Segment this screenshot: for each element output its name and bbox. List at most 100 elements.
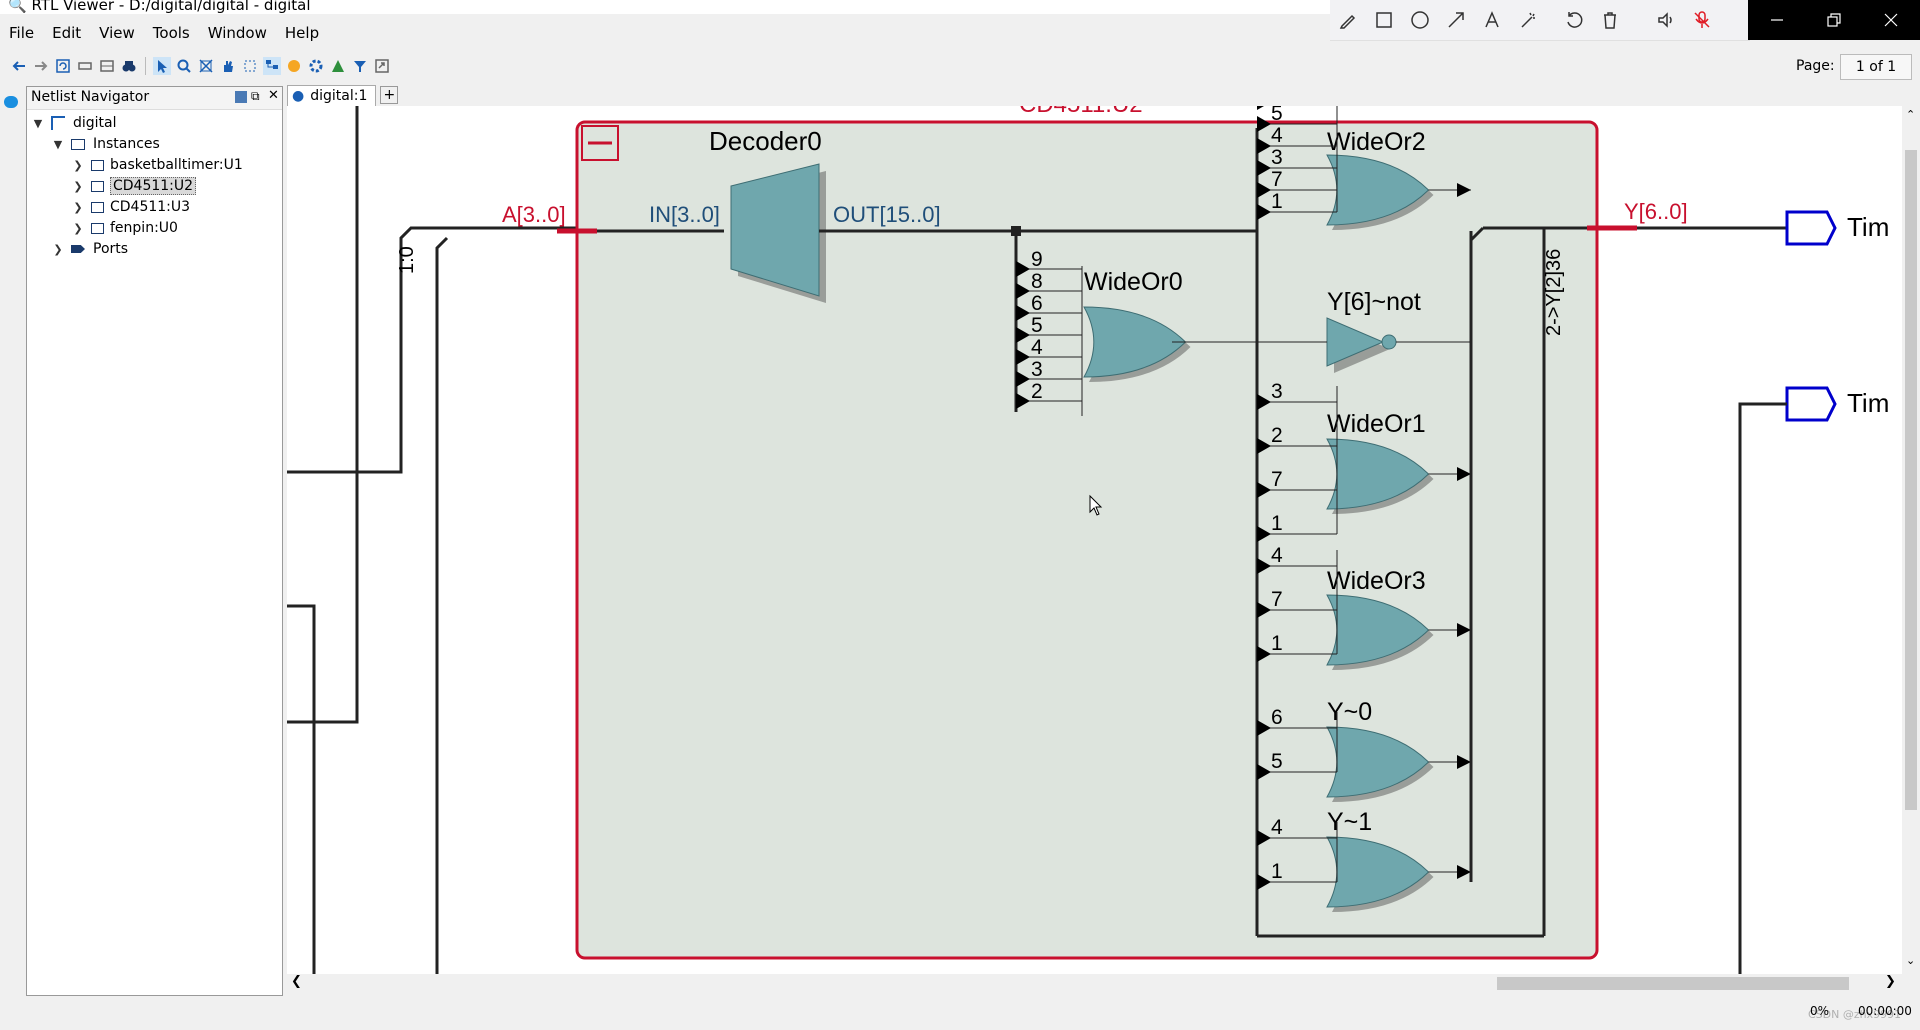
chevron-right-icon[interactable]: ❯	[73, 200, 83, 214]
pin-icon[interactable]	[235, 91, 247, 103]
undo-icon[interactable]	[1556, 2, 1592, 38]
gate-name-label: Y~0	[1327, 698, 1372, 726]
area-select-icon[interactable]	[241, 57, 259, 75]
forward-icon[interactable]	[32, 57, 50, 75]
tree-instance-item[interactable]: ❯ fenpin:U0	[71, 217, 178, 239]
tree-ports[interactable]: ❯ Ports	[51, 238, 128, 260]
window-controls	[1748, 0, 1920, 40]
arrow-icon[interactable]	[1438, 2, 1474, 38]
bus-rip-arrow	[1016, 393, 1030, 409]
chevron-right-icon[interactable]: ❯	[73, 158, 83, 172]
inverter-name-label: Y[6]~not	[1327, 288, 1421, 316]
pencil-icon[interactable]	[1330, 2, 1366, 38]
instance-icon	[91, 201, 104, 213]
chevron-down-icon[interactable]: ▼	[53, 137, 63, 151]
gate-pin-label: 1	[1271, 632, 1283, 655]
menu-file[interactable]: File	[9, 24, 35, 42]
horizontal-scrollbar[interactable]: ❮ ❯	[287, 974, 1902, 992]
menu-tools[interactable]: Tools	[152, 24, 190, 42]
scroll-left-icon[interactable]: ❮	[291, 974, 302, 989]
tab-digital[interactable]: ● digital:1	[287, 84, 377, 106]
status-bar	[0, 1000, 1920, 1030]
tree-instances[interactable]: ▼ Instances	[51, 133, 160, 155]
netlist-navigator: Netlist Navigator ⧉ ✕ ▼ digital ▼ Instan…	[26, 86, 283, 996]
gate-name-label: WideOr0	[1084, 268, 1183, 296]
gate-pin-label: 7	[1271, 468, 1283, 491]
hierarchy-tree-icon	[51, 116, 65, 130]
mic-muted-icon[interactable]	[1684, 2, 1720, 38]
horizontal-scroll-thumb[interactable]	[1497, 977, 1849, 990]
menu-edit[interactable]: Edit	[52, 24, 82, 42]
svg-text:3: 3	[1031, 358, 1043, 381]
output-port-2[interactable]	[1785, 386, 1837, 422]
speaker-icon[interactable]	[1648, 2, 1684, 38]
decoder0-block[interactable]	[730, 163, 820, 297]
instance-icon	[91, 159, 104, 171]
export-icon[interactable]	[373, 57, 391, 75]
text-icon[interactable]	[1474, 2, 1510, 38]
restore-icon[interactable]	[1805, 0, 1862, 40]
bus-junction	[1011, 226, 1021, 236]
bus-rip-arrow	[1016, 261, 1030, 277]
scroll-right-icon[interactable]: ❯	[1885, 974, 1896, 989]
output-port-1[interactable]	[1785, 210, 1837, 246]
bus-rip-arrow	[1257, 526, 1271, 542]
fit-window-icon[interactable]	[197, 57, 215, 75]
schematic-canvas[interactable]: 1:0 CD4511:U2 A[3..0] IN[3..0] Decoder0 …	[287, 106, 1902, 974]
navigator-header: Netlist Navigator ⧉ ✕	[27, 87, 282, 110]
tree-root[interactable]: ▼ digital	[31, 112, 117, 134]
refresh-icon[interactable]	[54, 57, 72, 75]
menu-window[interactable]: Window	[207, 24, 267, 42]
tree-instance-item[interactable]: ❯ CD4511:U3	[71, 196, 190, 218]
tree-instance-item[interactable]: ❯ basketballtimer:U1	[71, 154, 242, 176]
tab-label: digital:1	[310, 87, 368, 104]
decoder-name-label: Decoder0	[709, 126, 822, 156]
vertical-scroll-thumb[interactable]	[1905, 150, 1917, 810]
vertical-scrollbar[interactable]: ⌃ ⌄	[1902, 106, 1920, 974]
filter-icon[interactable]	[351, 57, 369, 75]
watermark: CSDN @zhx9991	[1808, 1008, 1902, 1021]
rectangle-icon[interactable]	[1366, 2, 1402, 38]
external-wires	[287, 106, 577, 974]
gate-pin-label: 1	[1271, 190, 1283, 213]
select-pointer-icon[interactable]	[153, 57, 171, 75]
settings-icon[interactable]	[307, 57, 325, 75]
gate-name-label: Y~1	[1327, 808, 1372, 836]
close-icon[interactable]	[1863, 0, 1920, 40]
add-tab-button[interactable]: +	[380, 86, 399, 104]
gates-layer: WideOr2954371WideOr0WideOr13271WideOr347…	[1016, 106, 1471, 912]
zoom-icon[interactable]	[175, 57, 193, 75]
tree-instance-item-selected[interactable]: ❯ CD4511:U2	[71, 175, 197, 197]
expand-icon[interactable]	[98, 57, 116, 75]
netlist-icon[interactable]	[329, 57, 347, 75]
chevron-right-icon[interactable]: ❯	[73, 221, 83, 235]
binoculars-icon[interactable]	[120, 57, 138, 75]
chevron-right-icon[interactable]: ❯	[73, 179, 83, 193]
page-selector[interactable]: 1 of 1	[1840, 54, 1912, 80]
hand-pan-icon[interactable]	[219, 57, 237, 75]
minimize-icon[interactable]	[1748, 0, 1805, 40]
bus-rip-arrow	[1257, 182, 1271, 198]
scroll-down-icon[interactable]: ⌄	[1906, 954, 1916, 967]
messages-icon[interactable]	[4, 96, 18, 108]
back-icon[interactable]	[10, 57, 28, 75]
menu-view[interactable]: View	[99, 24, 135, 42]
close-navigator-icon[interactable]: ✕	[268, 88, 279, 103]
trash-icon[interactable]	[1592, 2, 1628, 38]
highlight-icon[interactable]	[1510, 2, 1546, 38]
bus-rip-arrow	[1257, 482, 1271, 498]
collapse-icon[interactable]	[76, 57, 94, 75]
menu-help[interactable]: Help	[284, 24, 320, 42]
chevron-down-icon[interactable]: ▼	[33, 116, 43, 130]
netlist-tab-icon: ●	[292, 87, 305, 104]
circle-icon[interactable]	[1402, 2, 1438, 38]
hierarchy-icon[interactable]	[263, 57, 281, 75]
highlight-path-icon[interactable]	[285, 57, 303, 75]
gate-pin-label: 5	[1271, 106, 1283, 125]
cd4511-block[interactable]	[575, 120, 1599, 960]
scroll-up-icon[interactable]: ⌃	[1906, 108, 1916, 121]
chevron-right-icon[interactable]: ❯	[53, 242, 63, 256]
gate-name-label: WideOr1	[1327, 410, 1426, 438]
or-gate-wideor0[interactable]	[1083, 306, 1187, 378]
float-icon[interactable]: ⧉	[251, 89, 260, 103]
